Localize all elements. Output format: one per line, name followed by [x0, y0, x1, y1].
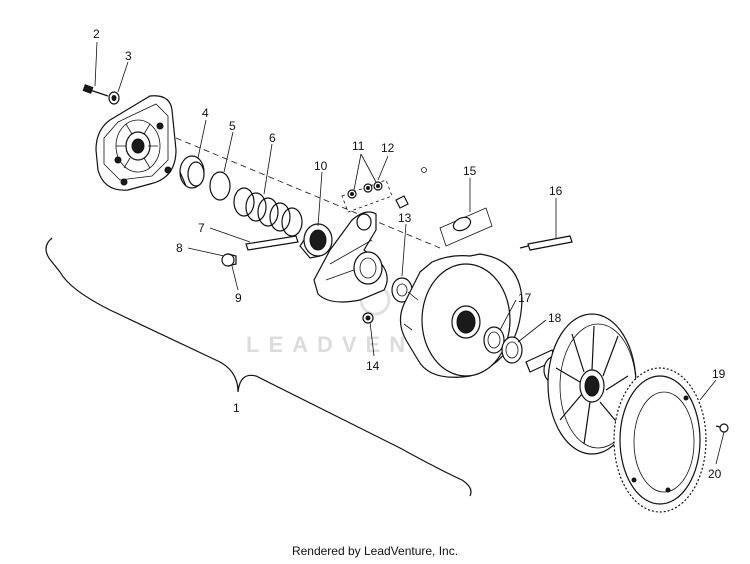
- part-13-bushing: [391, 277, 413, 303]
- callout-11: 11: [352, 139, 365, 153]
- callout-8: 8: [176, 241, 183, 255]
- part-20-screw: [715, 423, 729, 433]
- part-10-roller: [299, 223, 333, 259]
- part-19-ring-gear: [613, 367, 707, 513]
- callout-13: 13: [398, 211, 412, 225]
- part-9-roller: [221, 253, 237, 267]
- part-15-decal: [439, 207, 493, 247]
- callout-labels: 2 3 4 5 6 7 8 9 10 11 12 13 14 15 16 17 …: [93, 27, 726, 481]
- callout-20: 20: [708, 467, 722, 481]
- leader-lines: [94, 41, 725, 465]
- callout-16: 16: [549, 184, 563, 198]
- part-7-pin: [245, 235, 299, 251]
- callout-7: 7: [198, 221, 205, 235]
- callout-19: 19: [712, 367, 726, 381]
- callout-10: 10: [314, 159, 328, 173]
- callout-17: 17: [518, 291, 532, 305]
- callout-14: 14: [366, 359, 380, 373]
- part-6-spring: [233, 187, 303, 237]
- part-5-snap-ring: [209, 171, 231, 201]
- callout-4: 4: [202, 106, 209, 120]
- part-2-bolt: [82, 84, 109, 97]
- part-18-bushing: [501, 336, 523, 364]
- callout-2: 2: [93, 27, 100, 41]
- callout-12: 12: [381, 141, 395, 155]
- part-14-nut: [362, 312, 374, 324]
- moveable-sheave: [399, 253, 523, 378]
- callout-18: 18: [548, 311, 562, 325]
- part-16-pin: [519, 235, 573, 251]
- callout-15: 15: [463, 164, 477, 178]
- callout-1: 1: [233, 401, 240, 415]
- part-3-washer: [108, 91, 120, 105]
- fixed-sheave: [525, 313, 637, 455]
- part-17-washer: [483, 326, 505, 354]
- assembly-bracket: [45, 237, 472, 497]
- part-4-bushing: [179, 155, 205, 189]
- weight-arm: [313, 211, 388, 303]
- callout-3: 3: [125, 49, 132, 63]
- small-fitting: [395, 167, 427, 209]
- clutch-cover: [95, 95, 177, 191]
- callout-6: 6: [269, 131, 276, 145]
- part-11-12-fasteners: [341, 179, 393, 213]
- callout-5: 5: [229, 119, 236, 133]
- footer-credit: Rendered by LeadVenture, Inc.: [291, 544, 459, 558]
- axis-line: [175, 137, 441, 249]
- callout-9: 9: [235, 291, 242, 305]
